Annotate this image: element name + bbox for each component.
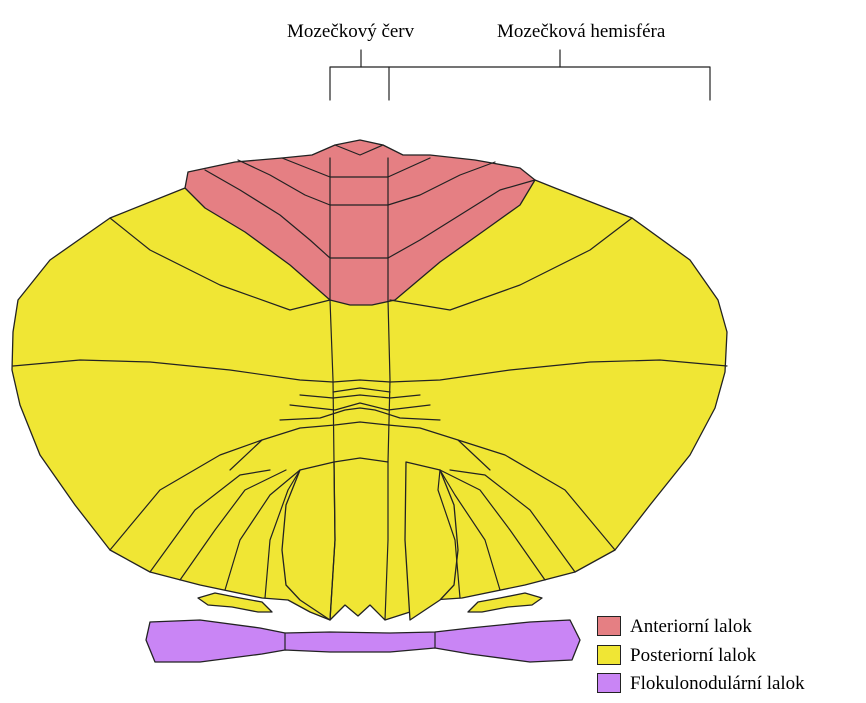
legend-swatch-anterior (597, 616, 621, 636)
legend-label-posterior: Posteriorní lalok (630, 646, 756, 665)
legend-swatch-flocculonodular (597, 673, 621, 693)
legend-swatch-posterior (597, 645, 621, 665)
flocculonodular-lobe (146, 620, 580, 662)
vermis-label: Mozečkový červ (287, 22, 414, 41)
legend-label-anterior: Anteriorní lalok (630, 617, 752, 636)
hemisphere-label: Mozečková hemisféra (497, 22, 665, 41)
label-brackets (330, 50, 710, 100)
legend-label-flocculonodular: Flokulonodulární lalok (630, 674, 805, 693)
tonsil-right (468, 593, 542, 612)
